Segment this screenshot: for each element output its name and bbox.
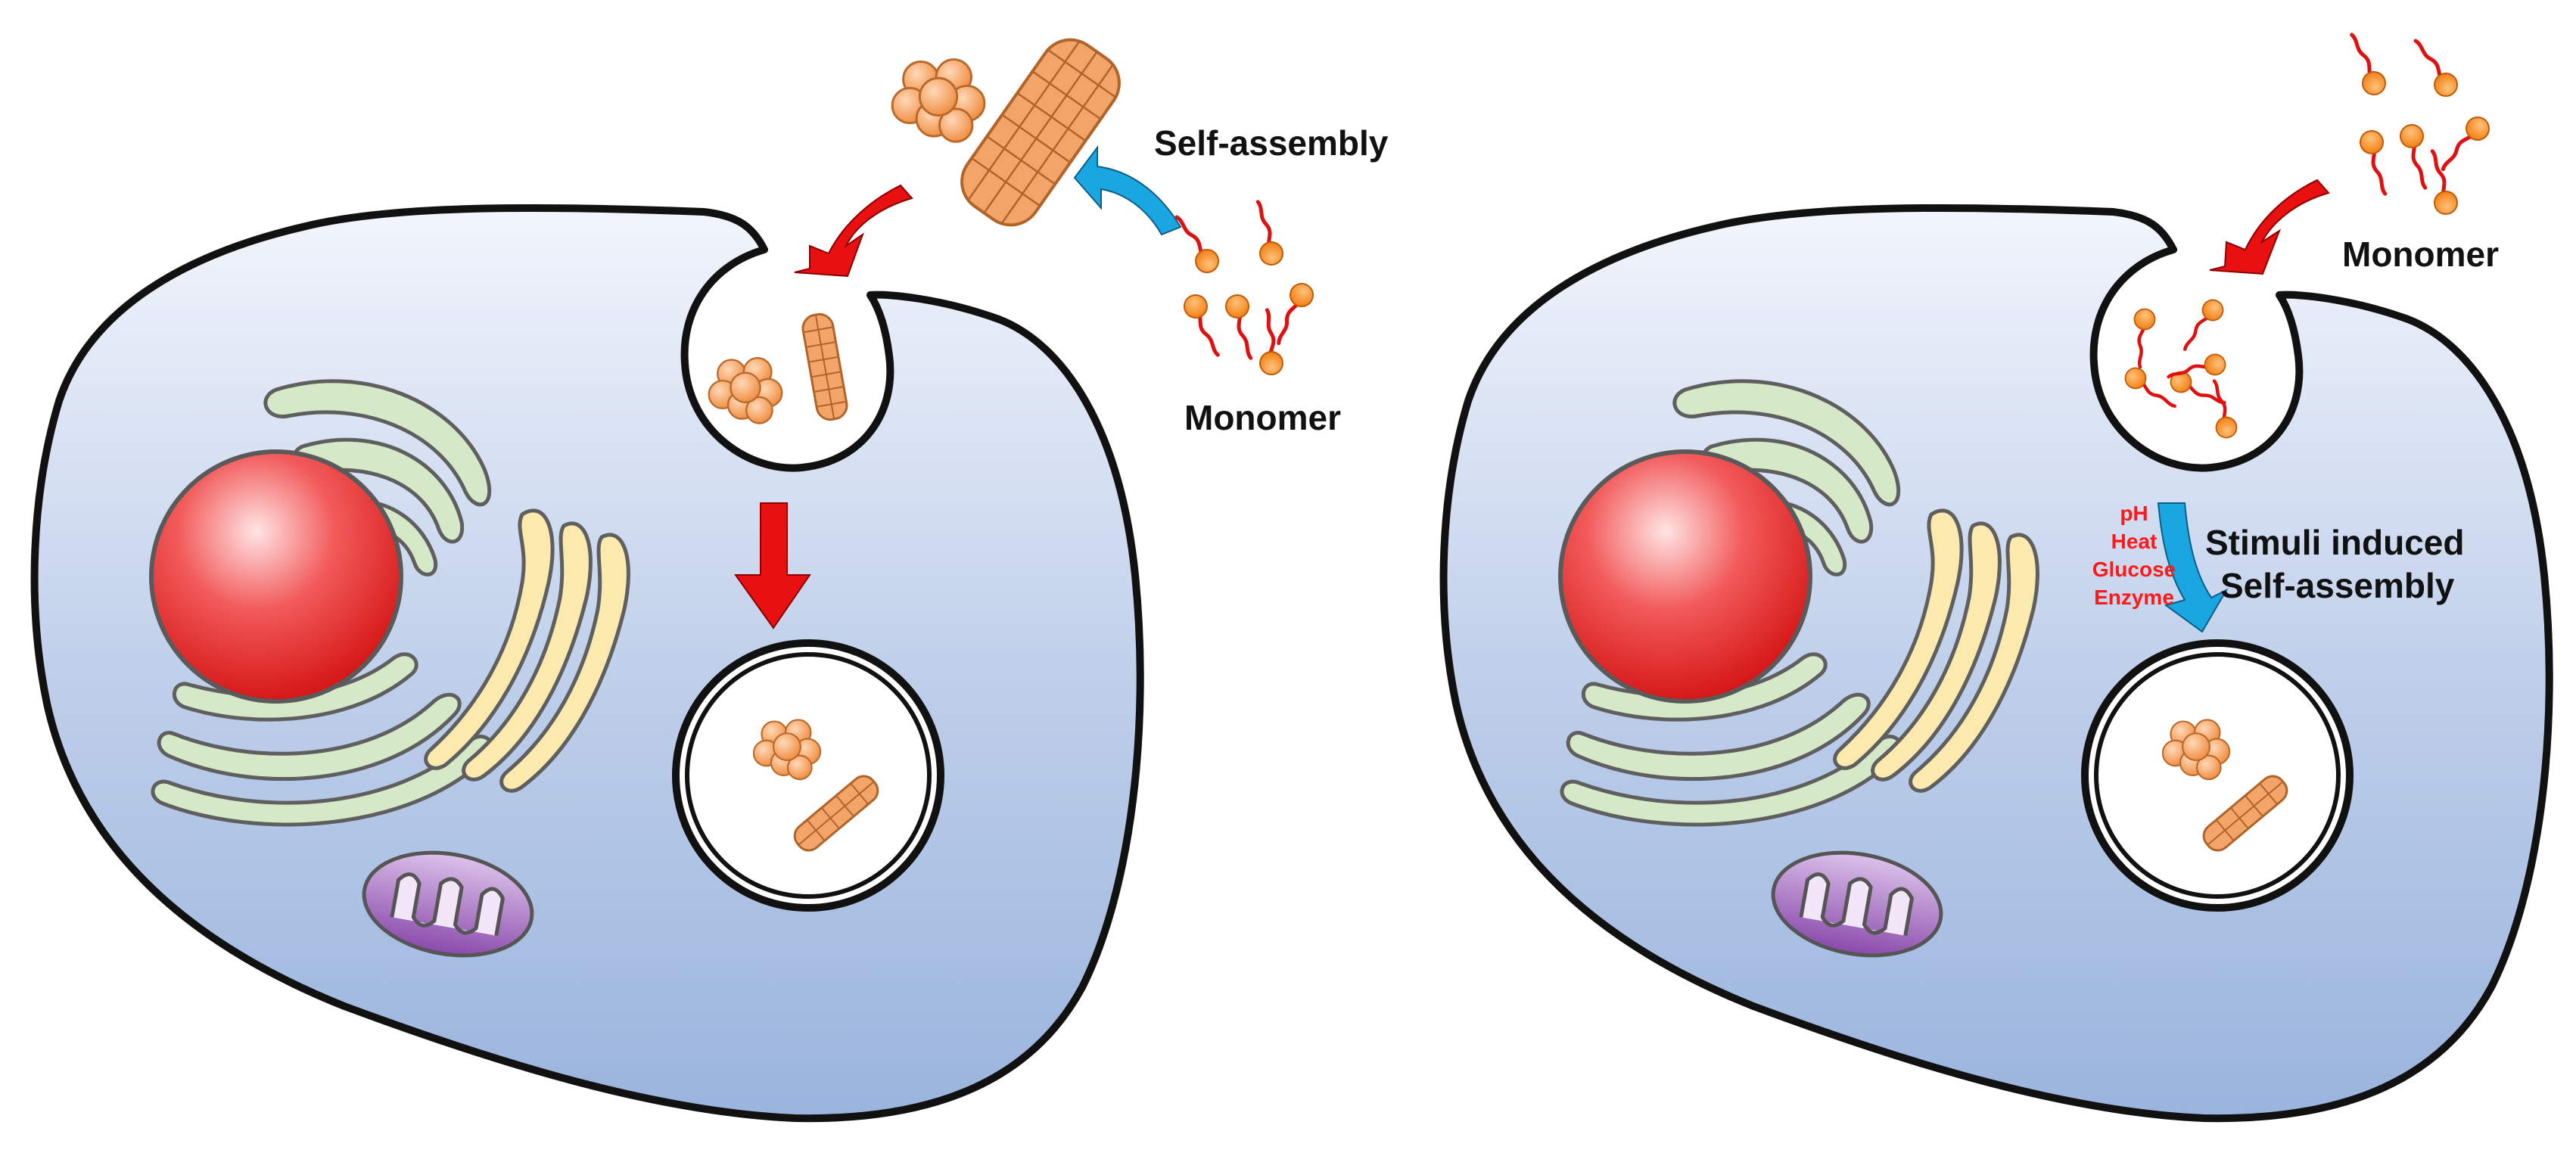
left-monomer-group bbox=[1177, 202, 1327, 379]
stimuli-label-line1: Stimuli induced bbox=[2205, 523, 2464, 562]
left-lysosome bbox=[672, 639, 944, 912]
lysosome-nanofiber-icon bbox=[793, 775, 879, 852]
stimulus-ph: pH bbox=[2120, 502, 2148, 525]
lysosome-nanofiber-icon bbox=[2202, 775, 2288, 852]
right-monomer-label: Monomer bbox=[2342, 235, 2499, 274]
stimulus-enzyme: Enzyme bbox=[2094, 586, 2174, 609]
right-cell-panel: Monomer Stimuli induced Self-assembly pH… bbox=[1439, 35, 2553, 1123]
left-outside-nanoparticle bbox=[891, 58, 986, 143]
right-red-arrow-endocytosis bbox=[2209, 179, 2330, 275]
right-mitochondrion bbox=[1771, 850, 1943, 958]
right-blue-arrow-stimuli bbox=[2157, 502, 2229, 633]
left-self-assembly-label: Self-assembly bbox=[1154, 123, 1389, 163]
stimulus-glucose: Glucose bbox=[2092, 558, 2176, 581]
left-blue-arrow-self-assembly bbox=[1073, 145, 1182, 236]
left-nucleus bbox=[149, 449, 403, 704]
right-lysosome bbox=[2081, 639, 2354, 912]
stimuli-label-line2: Self-assembly bbox=[2220, 566, 2455, 605]
right-nucleus bbox=[1558, 449, 1812, 704]
left-mitochondrion bbox=[362, 850, 534, 958]
right-endocytic-pocket bbox=[2089, 246, 2304, 472]
right-monomer-group bbox=[2342, 35, 2497, 217]
left-red-arrow-endocytosis bbox=[794, 184, 913, 278]
left-endocytic-pocket bbox=[680, 246, 894, 472]
right-endoplasmic-reticulum bbox=[1833, 508, 2039, 793]
left-outside-nanofiber-icon bbox=[960, 38, 1121, 227]
left-monomer-label: Monomer bbox=[1184, 398, 1341, 437]
left-endoplasmic-reticulum bbox=[424, 508, 630, 793]
pocket-nanofiber-icon bbox=[801, 312, 848, 421]
left-red-arrow-down bbox=[734, 502, 811, 629]
stimulus-heat: Heat bbox=[2111, 530, 2158, 553]
stimuli-list: pH Heat Glucose Enzyme bbox=[2092, 502, 2176, 609]
left-cell-panel: Self-assembly Monomer bbox=[30, 38, 1389, 1123]
